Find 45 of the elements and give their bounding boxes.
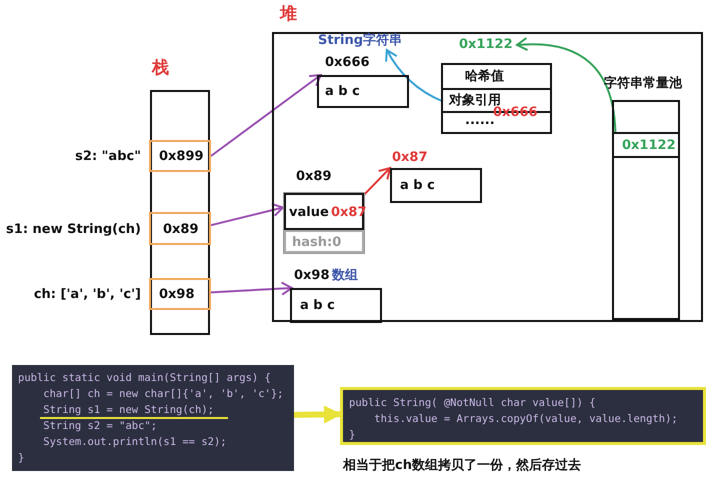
address-label: 0x666 — [325, 55, 370, 71]
arrow — [210, 74, 322, 157]
hash-table — [441, 63, 552, 134]
arrow — [294, 405, 342, 424]
arrow — [516, 38, 616, 132]
code-line: System.out.println(s1 == s2); — [42, 435, 228, 450]
code-line: public static void main(String[] args) { — [18, 371, 272, 386]
code-line: this.value = Arrays.copyOf(value, value.length); — [373, 412, 679, 427]
node-text: ...... — [465, 113, 495, 129]
address-label: 0x87 — [392, 150, 428, 166]
code-line: public String( @NotNull char value[]) { — [349, 396, 597, 411]
node-text: a b c — [400, 178, 435, 194]
variable-label: ch: ['a', 'b', 'c'] — [34, 287, 141, 303]
node-text: value — [289, 205, 329, 221]
node-text: 哈希值 — [465, 69, 504, 85]
variable-label: s1: new String(ch) — [6, 222, 141, 238]
code-panel — [12, 365, 294, 471]
node-text: String字符串 — [318, 33, 402, 49]
node-text: 0x1122 — [622, 138, 676, 154]
node-text: a b c — [300, 298, 335, 314]
node-text: 0x899 — [159, 149, 204, 165]
arrow — [210, 203, 284, 226]
caption-text: 相当于把ch数组拷贝了一份，然后存过去 — [343, 458, 581, 474]
node-text: 0x89 — [163, 222, 199, 238]
code-line: String s1 = new String(ch); — [42, 403, 215, 418]
variable-label: s2: "abc" — [75, 149, 141, 165]
stack-heading: 栈 — [152, 58, 169, 78]
node-text: a b c — [325, 84, 360, 100]
field-row — [284, 230, 364, 253]
code-line: } — [18, 451, 26, 466]
address-label: 0x98 — [294, 268, 330, 284]
node-text: 对象引用 — [449, 93, 501, 108]
code-line: } — [349, 428, 356, 443]
node-text: hash:0 — [292, 235, 342, 251]
code-line: String s2 = "abc"; — [42, 419, 158, 434]
arrow — [385, 49, 444, 102]
arrow — [210, 282, 293, 296]
address-label: 数组 — [332, 268, 358, 284]
code-line: char[] ch = new char[]{'a', 'b', 'c'}; — [42, 387, 285, 402]
node-text: 0x98 — [159, 287, 195, 303]
arrow — [363, 167, 391, 196]
address-label: 0x89 — [296, 169, 332, 185]
heap-heading: 堆 — [280, 4, 297, 24]
node-text: 0x1122 — [459, 37, 513, 53]
pool-slot — [612, 132, 680, 158]
